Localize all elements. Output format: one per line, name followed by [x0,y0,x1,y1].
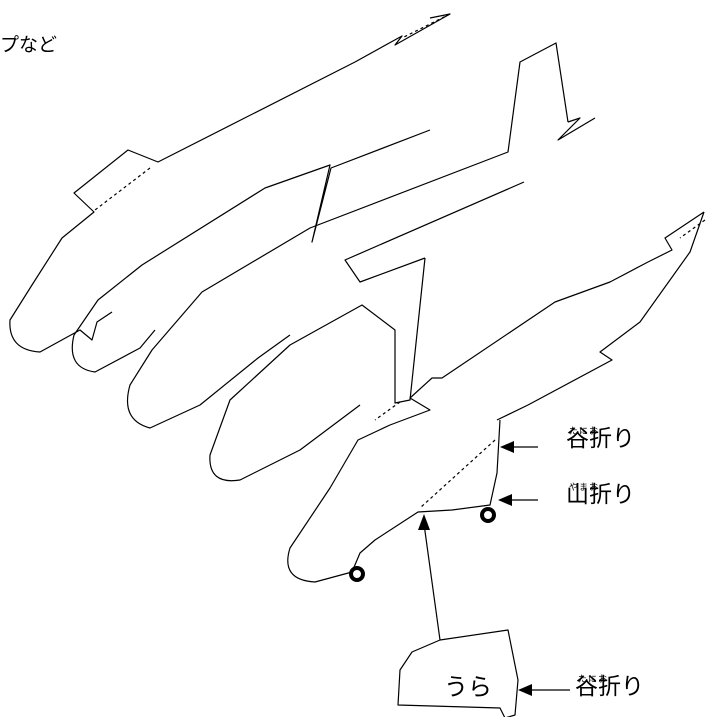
corner-text: プなど [0,34,58,56]
fold-line-dashed-4 [419,439,496,509]
mountain-fold-text: 山折り [566,482,635,508]
back-piece-outline [397,629,519,717]
valley-fold-label-top: たにお 谷折り [566,426,635,452]
plane-outline-3 [126,42,569,429]
valley-fold-text-bottom: 谷折り [575,674,644,700]
mountain-fold-label: やまお 山折り [566,482,635,508]
fold-line-dashed-2 [94,167,151,211]
plane-outline-5 [287,211,705,583]
back-fold-arrow-head [518,684,532,696]
plane-right-edge [496,211,705,421]
attach-arrow-head [418,514,430,530]
mountain-fold-reading: やまお [569,483,600,493]
plane-tail-notch [557,117,596,141]
wing-panel-3 [344,181,525,283]
valley-fold-label-bottom: たにお 谷折り [575,674,644,700]
plane-outline-2 [71,129,431,373]
valley-fold-reading-bottom: たにお [578,675,609,685]
back-label: うら [444,673,492,701]
mountain-fold-arrow-head [498,494,512,506]
wheel-icon [349,566,365,582]
valley-fold-arrow-head [500,441,514,453]
attach-arrow [423,523,441,641]
plane-outline-1 [9,13,451,353]
fold-line-dashed-3 [679,219,706,239]
fold-line-dashed-1 [401,13,451,39]
valley-fold-reading: たにお [569,427,600,437]
plane-outline-4 [209,257,426,482]
valley-fold-text: 谷折り [566,426,635,452]
wheel-icon [480,507,496,523]
fold-line-dashed-5 [374,401,401,421]
